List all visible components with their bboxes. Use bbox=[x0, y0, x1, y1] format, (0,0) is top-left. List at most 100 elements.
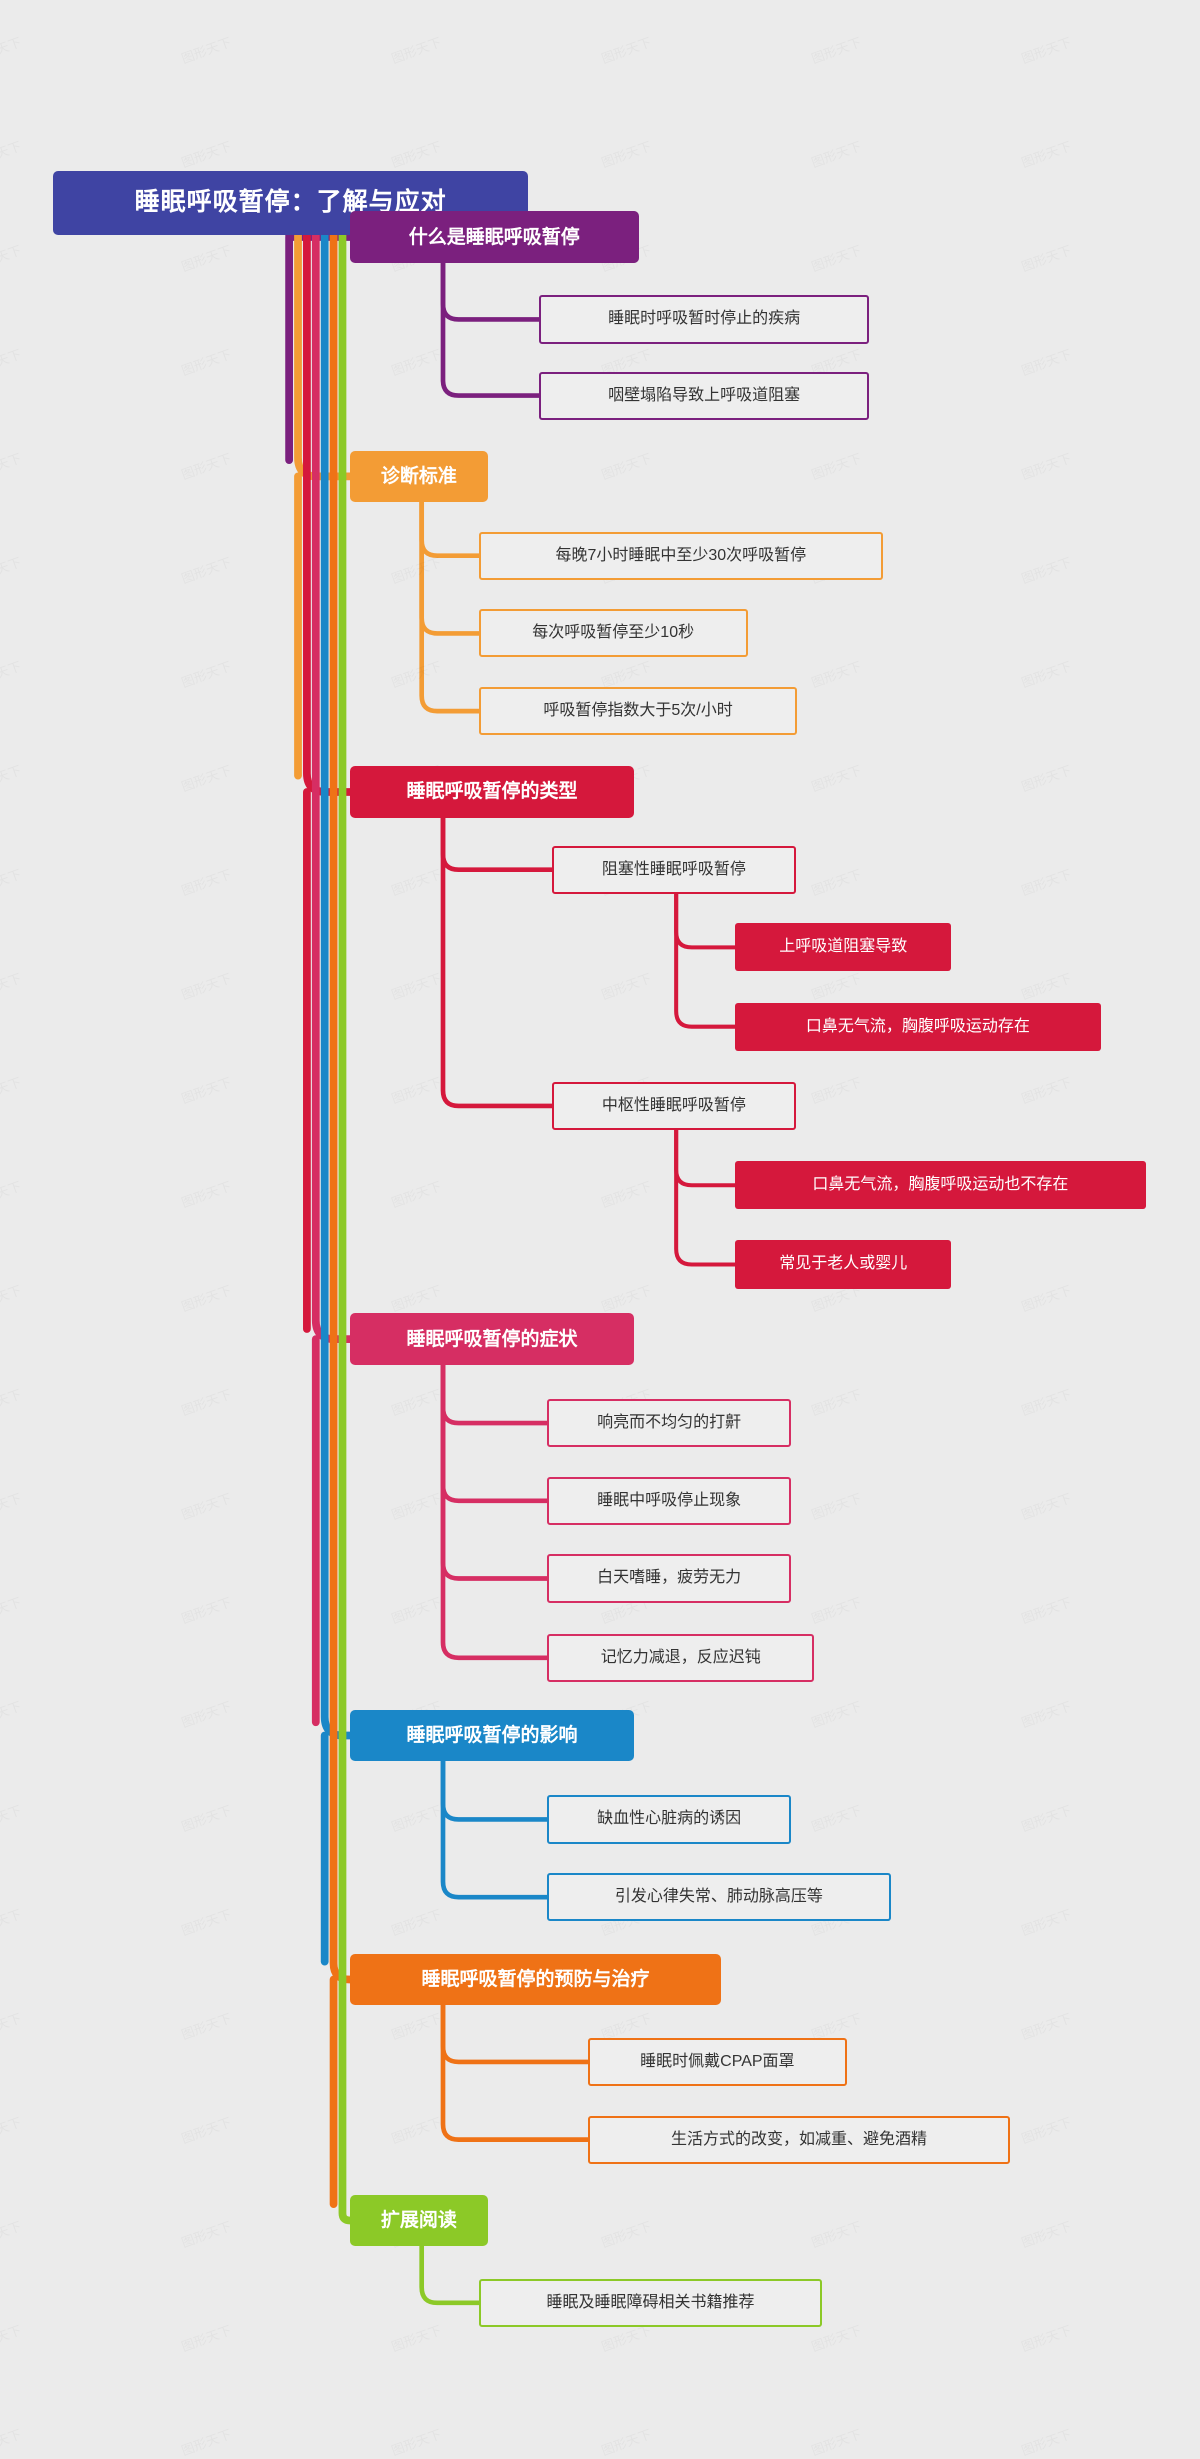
watermark: 图形天下 bbox=[1018, 344, 1073, 380]
watermark: 图形天下 bbox=[808, 1592, 863, 1628]
leaf-node-prevention-0[interactable]: 睡眠时佩戴CPAP面罩 bbox=[587, 2037, 848, 2086]
watermark: 图形天下 bbox=[1018, 32, 1073, 68]
watermark: 图形天下 bbox=[598, 968, 653, 1004]
watermark: 图形天下 bbox=[808, 1488, 863, 1524]
leaf-node-symptoms-0[interactable]: 响亮而不均匀的打鼾 bbox=[547, 1398, 792, 1448]
watermark: 图形天下 bbox=[0, 448, 24, 484]
leaf-node-prevention-1[interactable]: 生活方式的改变，如减重、避免酒精 bbox=[587, 2115, 1011, 2164]
watermark: 图形天下 bbox=[388, 136, 443, 172]
leaf-node-diagnosis-1[interactable]: 每次呼吸暂停至少10秒 bbox=[478, 609, 748, 658]
watermark: 图形天下 bbox=[178, 760, 233, 796]
watermark: 图形天下 bbox=[0, 968, 24, 1004]
watermark: 图形天下 bbox=[178, 2112, 233, 2148]
leaf-node-symptoms-1[interactable]: 睡眠中呼吸停止现象 bbox=[547, 1476, 792, 1525]
watermark: 图形天下 bbox=[0, 1072, 24, 1108]
watermark: 图形天下 bbox=[178, 1280, 233, 1316]
watermark: 图形天下 bbox=[0, 656, 24, 692]
watermark: 图形天下 bbox=[1018, 1592, 1073, 1628]
branch-node-what-is[interactable]: 什么是睡眠呼吸暂停 bbox=[349, 211, 639, 263]
watermark: 图形天下 bbox=[178, 2008, 233, 2044]
leaf-node-what-is-1[interactable]: 咽壁塌陷导致上呼吸道阻塞 bbox=[539, 371, 869, 420]
watermark: 图形天下 bbox=[388, 1072, 443, 1108]
watermark: 图形天下 bbox=[808, 448, 863, 484]
watermark: 图形天下 bbox=[598, 1176, 653, 1212]
watermark: 图形天下 bbox=[388, 1176, 443, 1212]
watermark: 图形天下 bbox=[388, 1488, 443, 1524]
watermark: 图形天下 bbox=[1018, 864, 1073, 900]
leaf-node-what-is-0[interactable]: 睡眠时呼吸暂时停止的疾病 bbox=[539, 295, 869, 344]
branch-node-effects[interactable]: 睡眠呼吸暂停的影响 bbox=[349, 1709, 635, 1762]
watermark: 图形天下 bbox=[0, 2424, 24, 2459]
leaf-node-types-0[interactable]: 阻塞性睡眠呼吸暂停 bbox=[551, 845, 796, 894]
subleaf-node-types-1-1[interactable]: 常见于老人或婴儿 bbox=[735, 1240, 952, 1289]
watermark: 图形天下 bbox=[388, 1592, 443, 1628]
watermark: 图形天下 bbox=[388, 2112, 443, 2148]
watermark: 图形天下 bbox=[808, 1384, 863, 1420]
watermark: 图形天下 bbox=[388, 552, 443, 588]
watermark: 图形天下 bbox=[0, 1488, 24, 1524]
leaf-node-symptoms-2[interactable]: 白天嗜睡，疲劳无力 bbox=[547, 1554, 792, 1603]
leaf-node-effects-0[interactable]: 缺血性心脏病的诱因 bbox=[547, 1795, 792, 1844]
watermark: 图形天下 bbox=[388, 1384, 443, 1420]
watermark: 图形天下 bbox=[1018, 136, 1073, 172]
subleaf-node-types-0-0[interactable]: 上呼吸道阻塞导致 bbox=[735, 923, 952, 972]
watermark: 图形天下 bbox=[178, 1904, 233, 1940]
leaf-node-effects-1[interactable]: 引发心律失常、肺动脉高压等 bbox=[547, 1873, 891, 1922]
branch-node-further-reading[interactable]: 扩展阅读 bbox=[349, 2194, 489, 2247]
watermark: 图形天下 bbox=[0, 1176, 24, 1212]
watermark: 图形天下 bbox=[178, 1696, 233, 1732]
watermark: 图形天下 bbox=[1018, 760, 1073, 796]
watermark: 图形天下 bbox=[388, 1904, 443, 1940]
watermark: 图形天下 bbox=[0, 864, 24, 900]
watermark: 图形天下 bbox=[598, 136, 653, 172]
watermark: 图形天下 bbox=[1018, 2320, 1073, 2356]
watermark: 图形天下 bbox=[0, 1592, 24, 1628]
watermark: 图形天下 bbox=[178, 1072, 233, 1108]
watermark: 图形天下 bbox=[178, 1592, 233, 1628]
watermark: 图形天下 bbox=[178, 32, 233, 68]
watermark: 图形天下 bbox=[0, 32, 24, 68]
watermark: 图形天下 bbox=[0, 1384, 24, 1420]
branch-node-symptoms[interactable]: 睡眠呼吸暂停的症状 bbox=[349, 1313, 635, 1365]
leaf-node-further-reading-0[interactable]: 睡眠及睡眠障碍相关书籍推荐 bbox=[478, 2278, 823, 2327]
branch-node-types[interactable]: 睡眠呼吸暂停的类型 bbox=[349, 766, 635, 818]
watermark: 图形天下 bbox=[178, 656, 233, 692]
watermark: 图形天下 bbox=[808, 32, 863, 68]
watermark: 图形天下 bbox=[1018, 240, 1073, 276]
watermark: 图形天下 bbox=[178, 1800, 233, 1836]
watermark: 图形天下 bbox=[1018, 552, 1073, 588]
watermark: 图形天下 bbox=[0, 136, 24, 172]
watermark: 图形天下 bbox=[808, 656, 863, 692]
branch-node-diagnosis[interactable]: 诊断标准 bbox=[349, 450, 489, 503]
watermark: 图形天下 bbox=[1018, 1384, 1073, 1420]
leaf-node-types-1[interactable]: 中枢性睡眠呼吸暂停 bbox=[551, 1081, 796, 1131]
watermark: 图形天下 bbox=[388, 656, 443, 692]
watermark: 图形天下 bbox=[178, 1384, 233, 1420]
watermark: 图形天下 bbox=[808, 968, 863, 1004]
watermark: 图形天下 bbox=[0, 344, 24, 380]
watermark: 图形天下 bbox=[388, 968, 443, 1004]
leaf-node-diagnosis-0[interactable]: 每晚7小时睡眠中至少30次呼吸暂停 bbox=[478, 531, 883, 580]
watermark: 图形天下 bbox=[0, 2112, 24, 2148]
watermark: 图形天下 bbox=[598, 656, 653, 692]
watermark: 图形天下 bbox=[1018, 656, 1073, 692]
watermark: 图形天下 bbox=[808, 2216, 863, 2252]
leaf-node-symptoms-3[interactable]: 记忆力减退，反应迟钝 bbox=[547, 1633, 815, 1682]
watermark: 图形天下 bbox=[0, 760, 24, 796]
branch-node-prevention[interactable]: 睡眠呼吸暂停的预防与治疗 bbox=[349, 1953, 722, 2006]
watermark: 图形天下 bbox=[0, 2320, 24, 2356]
watermark: 图形天下 bbox=[178, 2424, 233, 2459]
watermark: 图形天下 bbox=[178, 552, 233, 588]
watermark: 图形天下 bbox=[388, 2008, 443, 2044]
watermark: 图形天下 bbox=[388, 2320, 443, 2356]
watermark: 图形天下 bbox=[388, 1800, 443, 1836]
subleaf-node-types-0-1[interactable]: 口鼻无气流，胸腹呼吸运动存在 bbox=[735, 1002, 1101, 1051]
leaf-node-diagnosis-2[interactable]: 呼吸暂停指数大于5次/小时 bbox=[478, 687, 798, 736]
subleaf-node-types-1-0[interactable]: 口鼻无气流，胸腹呼吸运动也不存在 bbox=[735, 1161, 1146, 1210]
root-node[interactable]: 睡眠呼吸暂停：了解与应对 bbox=[52, 170, 529, 235]
watermark: 图形天下 bbox=[388, 32, 443, 68]
watermark: 图形天下 bbox=[178, 344, 233, 380]
watermark: 图形天下 bbox=[808, 1696, 863, 1732]
watermark: 图形天下 bbox=[598, 2424, 653, 2459]
